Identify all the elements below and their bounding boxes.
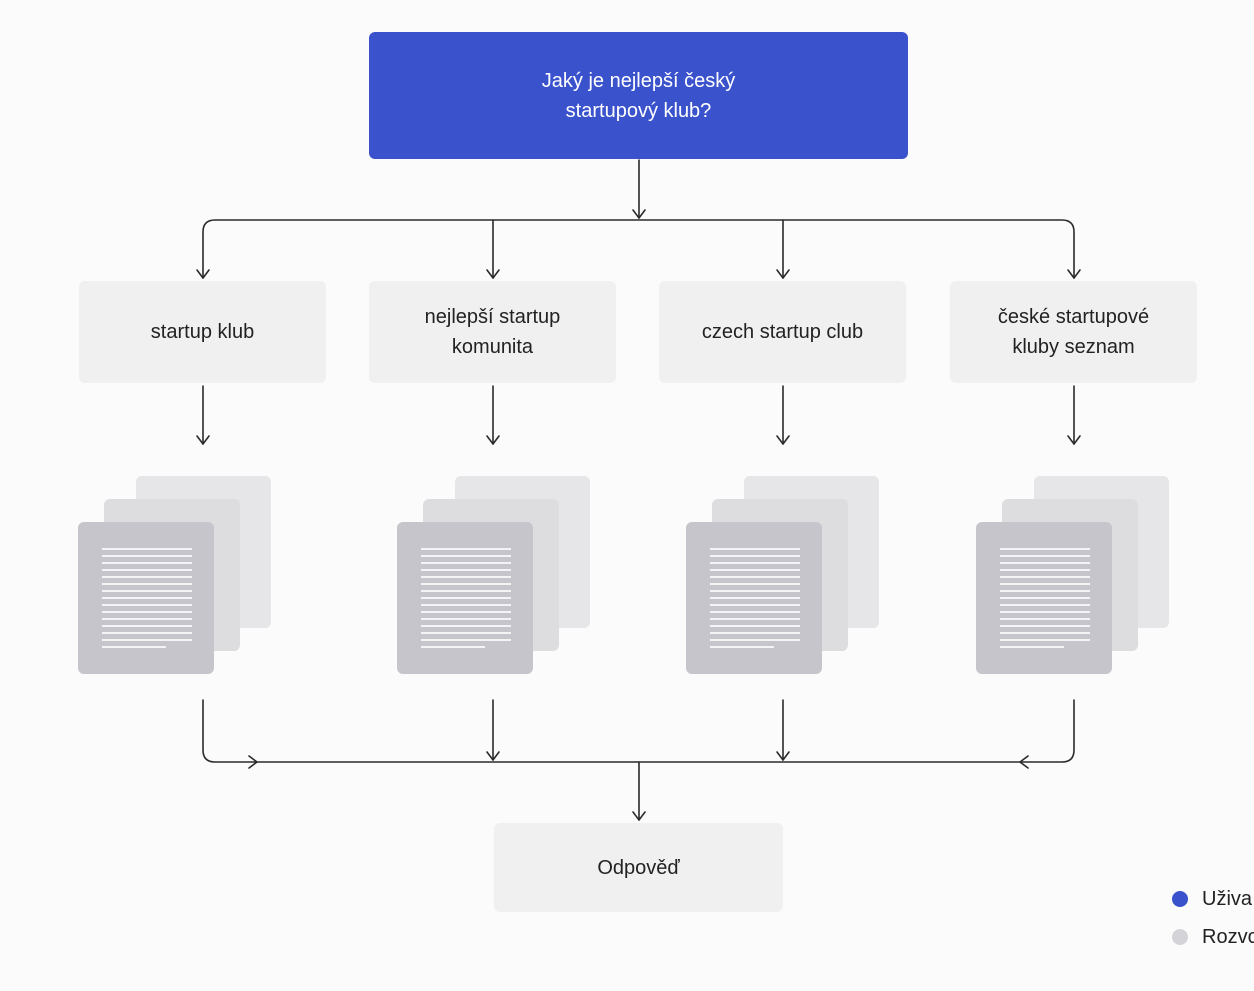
query-text-3: czech startup club bbox=[701, 321, 864, 343]
connector-branch-top bbox=[202, 219, 1075, 279]
arrow-head bbox=[486, 435, 500, 445]
question-text: Jaký je nejlepší český startupový klub? bbox=[541, 69, 736, 122]
document-lines bbox=[102, 548, 192, 653]
arrow-head bbox=[776, 751, 790, 761]
query-box-1: startup klub bbox=[79, 281, 326, 383]
legend-label-user: Uživa bbox=[1202, 887, 1253, 910]
document-lines bbox=[421, 548, 511, 653]
document-lines bbox=[710, 548, 800, 653]
document-front bbox=[976, 522, 1112, 674]
legend: Uživa Rozvo bbox=[1172, 884, 1254, 960]
arrow-head bbox=[1019, 755, 1029, 769]
arrow-head bbox=[632, 209, 646, 219]
legend-item-expanded: Rozvo bbox=[1172, 922, 1254, 952]
query-text-2: nejlepší startup komunita bbox=[424, 306, 561, 358]
answer-box: Odpověď bbox=[494, 823, 783, 912]
answer-text: Odpověď bbox=[597, 856, 680, 879]
arrow-head bbox=[196, 435, 210, 445]
arrow-head bbox=[776, 435, 790, 445]
document-front bbox=[78, 522, 214, 674]
legend-item-user: Uživa bbox=[1172, 884, 1254, 914]
document-lines bbox=[1000, 548, 1090, 653]
arrow-head bbox=[632, 811, 646, 821]
query-box-3: czech startup club bbox=[659, 281, 906, 383]
arrow-head bbox=[248, 755, 258, 769]
question-box: Jaký je nejlepší český startupový klub? bbox=[369, 32, 908, 159]
arrow-head bbox=[1067, 269, 1081, 279]
legend-dot-user bbox=[1172, 891, 1188, 907]
query-box-2: nejlepší startup komunita bbox=[369, 281, 616, 383]
query-text-1: startup klub bbox=[150, 321, 255, 343]
arrow-head bbox=[1067, 435, 1081, 445]
document-stack-icon bbox=[397, 476, 592, 674]
query-text-4: české startupové kluby seznam bbox=[997, 306, 1150, 358]
arrow-head bbox=[486, 269, 500, 279]
legend-dot-expanded bbox=[1172, 929, 1188, 945]
document-stack-icon bbox=[976, 476, 1171, 674]
query-box-4: české startupové kluby seznam bbox=[950, 281, 1197, 383]
arrow-head bbox=[776, 269, 790, 279]
connector-merge-bottom bbox=[202, 699, 1075, 763]
document-stack-icon bbox=[686, 476, 881, 674]
document-front bbox=[397, 522, 533, 674]
document-front bbox=[686, 522, 822, 674]
legend-label-expanded: Rozvo bbox=[1202, 925, 1254, 948]
document-stack-icon bbox=[78, 476, 273, 674]
arrow-head bbox=[486, 751, 500, 761]
arrow-head bbox=[196, 269, 210, 279]
